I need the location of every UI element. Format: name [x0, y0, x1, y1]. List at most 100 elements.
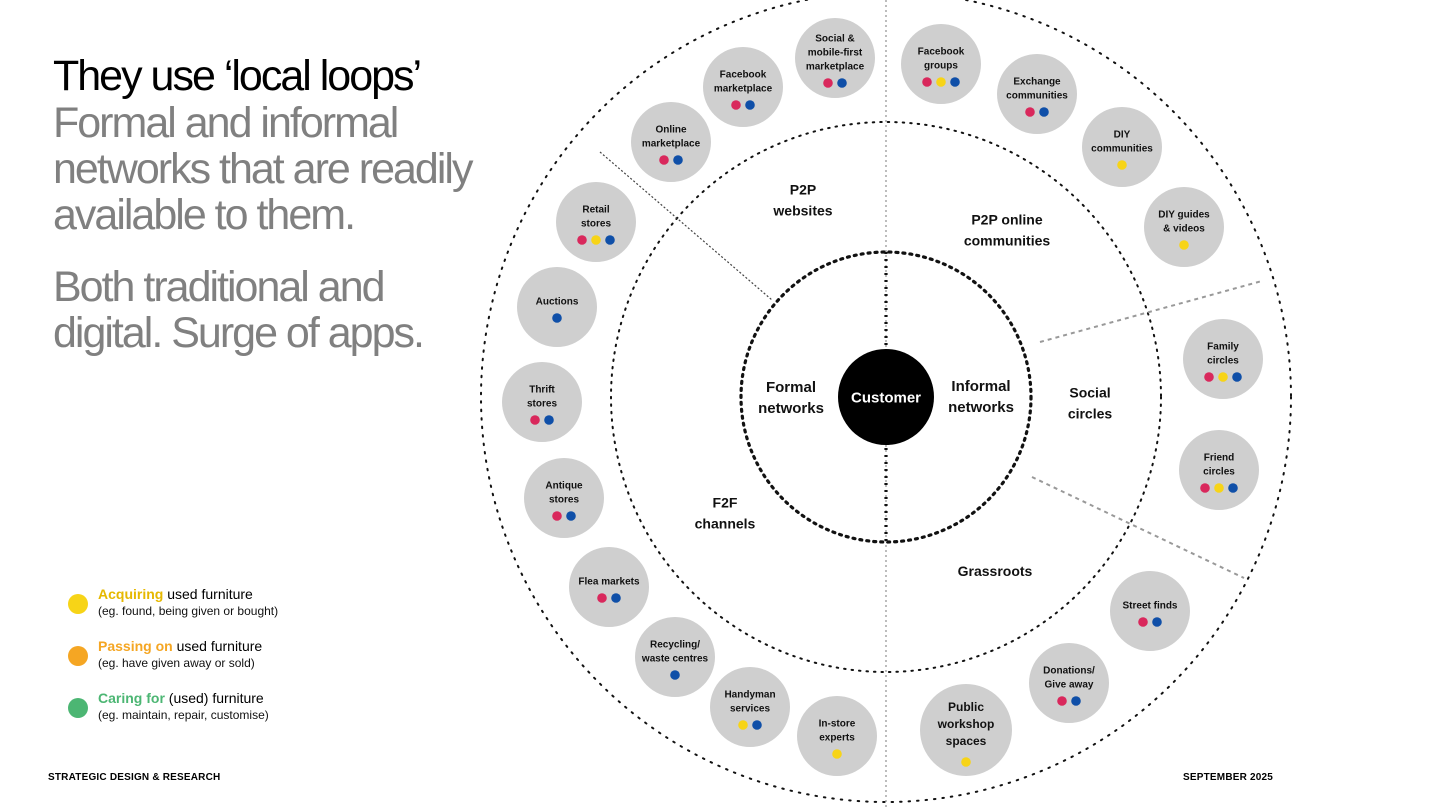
legend-dot-green: [68, 698, 88, 718]
blue-dot: [670, 670, 680, 680]
bubble-label-line: Street finds: [1122, 601, 1177, 612]
segment-label-grassroots-line: Grassroots: [958, 563, 1033, 579]
bubble-label-line: stores: [527, 399, 557, 410]
legend-rest: (used) furniture: [164, 690, 264, 706]
bubble-label-line: Thrift: [529, 385, 555, 396]
bubble-label: Street finds: [1122, 601, 1177, 612]
bubble-label: Auctions: [536, 297, 579, 308]
yellow-dot: [1179, 240, 1189, 250]
customer-label: Customer: [851, 389, 921, 406]
bubble-label-line: workshop: [937, 717, 995, 731]
bubble-social-mobile-first-marketplace: [795, 18, 875, 98]
legend-title: Passing on used furniture: [98, 638, 262, 654]
bubble-label-line: Retail: [582, 205, 609, 216]
subtitle-line: networks that are readily: [53, 145, 473, 193]
yellow-dot: [1218, 372, 1228, 382]
magenta-dot: [1025, 107, 1035, 117]
magenta-dot: [922, 77, 932, 87]
bubble-label: DIY guides& videos: [1158, 210, 1210, 235]
bubble-diy-guides-videos: [1144, 187, 1224, 267]
bubble-label-line: Facebook: [918, 47, 965, 58]
bubble-label-line: Handyman: [724, 690, 775, 701]
bubble-street-finds: [1110, 571, 1190, 651]
bubble-label-line: Public: [948, 700, 984, 714]
bubble-label-line: experts: [819, 733, 855, 744]
bubble-label: Recycling/waste centres: [641, 640, 709, 665]
legend-rest: used furniture: [163, 586, 253, 602]
bubble-label-line: groups: [924, 61, 958, 72]
bubble-label-line: circles: [1203, 467, 1235, 478]
segment-label-grassroots: Grassroots: [958, 563, 1033, 579]
footer-date: SEPTEMBER 2025: [1183, 772, 1274, 783]
bubble-label: Donations/Give away: [1043, 666, 1095, 691]
bubble-exchange-communities: [997, 54, 1077, 134]
blue-dot: [950, 77, 960, 87]
inner-label-informal-line: Informal: [951, 378, 1010, 395]
bubble-label-line: Antique: [545, 481, 583, 492]
bubble-label-line: Donations/: [1043, 666, 1095, 677]
legend-subtext: (eg. have given away or sold): [98, 656, 255, 670]
bubble-label-line: marketplace: [714, 84, 773, 95]
bubble-label-line: DIY guides: [1158, 210, 1210, 221]
legend-dot-orange: [68, 646, 88, 666]
subtitle-line: Both traditional and: [53, 263, 386, 311]
inner-ring: [739, 250, 1033, 544]
legend-title: Caring for (used) furniture: [98, 690, 264, 706]
bubble-label-line: services: [730, 704, 770, 715]
bubble-family-circles: [1183, 319, 1263, 399]
segment-label-f2f-channels-line: channels: [695, 515, 756, 531]
legend-rest: used furniture: [172, 638, 263, 654]
magenta-dot: [823, 78, 833, 88]
magenta-dot: [552, 511, 562, 521]
bubble-label-line: Give away: [1045, 680, 1094, 691]
bubble-online-marketplace: [631, 102, 711, 182]
bubble-flea-markets: [569, 547, 649, 627]
magenta-dot: [530, 415, 540, 425]
inner-label-informal-line: networks: [948, 399, 1014, 416]
bubble-retail-stores: [556, 182, 636, 262]
inner-label-informal: Informal networks: [948, 378, 1014, 416]
bubble-label-line: circles: [1207, 356, 1239, 367]
subtitle-line: Formal and informal: [53, 99, 399, 147]
bubble-thrift-stores: [502, 362, 582, 442]
bubble-label-line: Friend: [1204, 453, 1235, 464]
blue-dot: [552, 313, 562, 323]
blue-dot: [673, 155, 683, 165]
bubble-label: Handyman services: [724, 690, 775, 715]
customer-node: [838, 349, 934, 445]
segment-label-p2p-websites-line: P2P: [790, 181, 816, 197]
segment-label-f2f-channels: F2F channels: [695, 494, 756, 531]
segment-label-f2f-channels-line: F2F: [713, 494, 738, 510]
bubble-label-line: mobile-first: [808, 48, 863, 59]
yellow-dot: [1117, 160, 1127, 170]
magenta-dot: [1200, 483, 1210, 493]
bubble-label-line: Recycling/: [650, 640, 700, 651]
magenta-dot: [1204, 372, 1214, 382]
segment-divider: [1039, 280, 1263, 343]
bubble-label-line: Auctions: [536, 297, 579, 308]
legend-title: Acquiring used furniture: [98, 586, 253, 602]
bubble-auctions: [517, 267, 597, 347]
blue-dot: [837, 78, 847, 88]
bubble-label-line: marketplace: [806, 62, 865, 73]
inner-label-formal-line: Formal: [766, 379, 816, 396]
segment-label-social-circles-line: circles: [1068, 405, 1113, 421]
blue-dot: [605, 235, 615, 245]
legend-subtext: (eg. maintain, repair, customise): [98, 708, 269, 722]
bubble-label-line: stores: [581, 219, 611, 230]
blue-dot: [544, 415, 554, 425]
yellow-dot: [832, 749, 842, 759]
bubble-facebook-marketplace: [703, 47, 783, 127]
magenta-dot: [1057, 696, 1067, 706]
bubble-in-store-experts: [797, 696, 877, 776]
